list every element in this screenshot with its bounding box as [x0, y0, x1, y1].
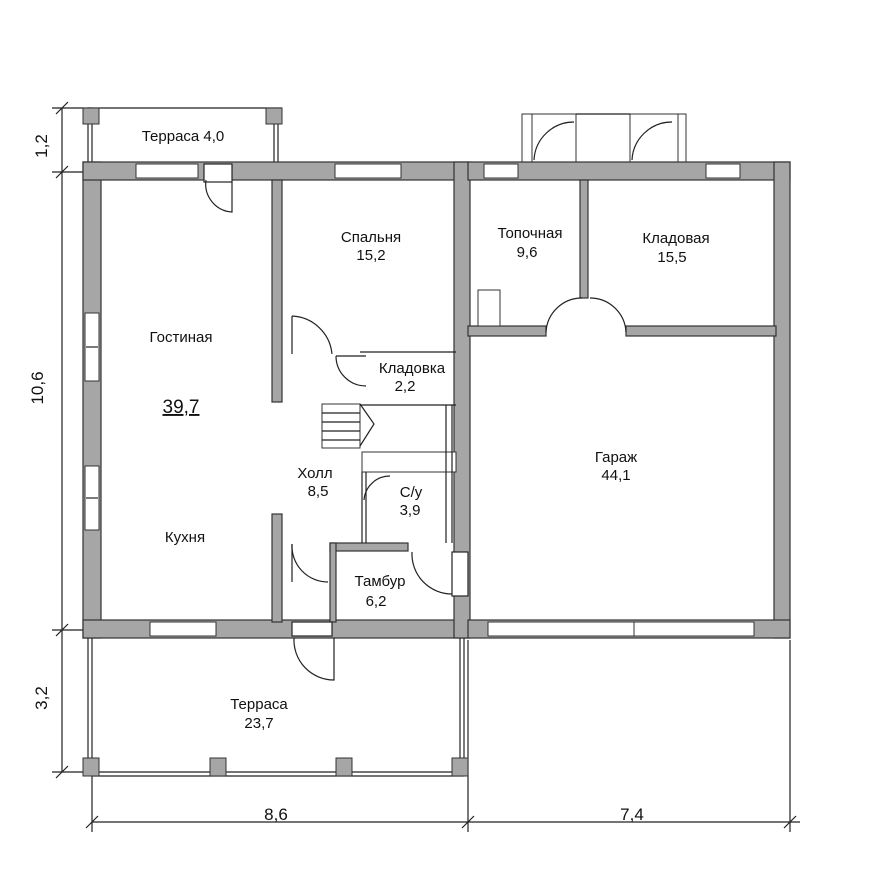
top-terrace: [82, 107, 283, 165]
porch-top: [521, 113, 687, 165]
bathroom-name: С/у: [400, 484, 423, 501]
garage-area: 44,1: [601, 467, 630, 484]
bedroom-area: 15,2: [356, 247, 385, 264]
vestibule-area: 6,2: [366, 593, 387, 610]
dim-bottom-terrace: 3,2: [32, 686, 51, 710]
vestibule-name: Тамбур: [355, 573, 406, 590]
living-name: Гостиная: [150, 329, 213, 346]
terrace-bottom-area: 23,7: [244, 715, 273, 732]
closet-area: 2,2: [395, 378, 416, 395]
storage-name: Кладовая: [642, 230, 709, 247]
hall-area: 8,5: [308, 483, 329, 500]
living-area: 39,7: [163, 397, 200, 418]
windows: [84, 163, 755, 637]
interior-walls: [271, 179, 777, 623]
boiler-name: Топочная: [497, 225, 562, 242]
storage-area: 15,5: [657, 249, 686, 266]
doors: [203, 121, 673, 681]
terrace-bottom-name: Терраса: [230, 696, 288, 713]
dim-top-terrace: 1,2: [32, 134, 51, 158]
dim-house-depth: 10,6: [28, 371, 47, 404]
dim-right-width: 7,4: [620, 805, 644, 824]
staircase: [321, 403, 375, 449]
dimension-lines: [52, 101, 800, 832]
kitchen-name: Кухня: [165, 529, 205, 546]
bottom-terrace: [82, 638, 469, 777]
closet-name: Кладовка: [379, 360, 446, 377]
garage-name: Гараж: [595, 449, 637, 466]
bathroom-area: 3,9: [400, 502, 421, 519]
boiler-area: 9,6: [517, 244, 538, 261]
bedroom-name: Спальня: [341, 229, 401, 246]
terrace-top-label: Терраса 4,0: [142, 128, 225, 145]
boiler-unit: [477, 289, 501, 327]
dim-left-width: 8,6: [264, 805, 288, 824]
hall-name: Холл: [297, 465, 332, 482]
